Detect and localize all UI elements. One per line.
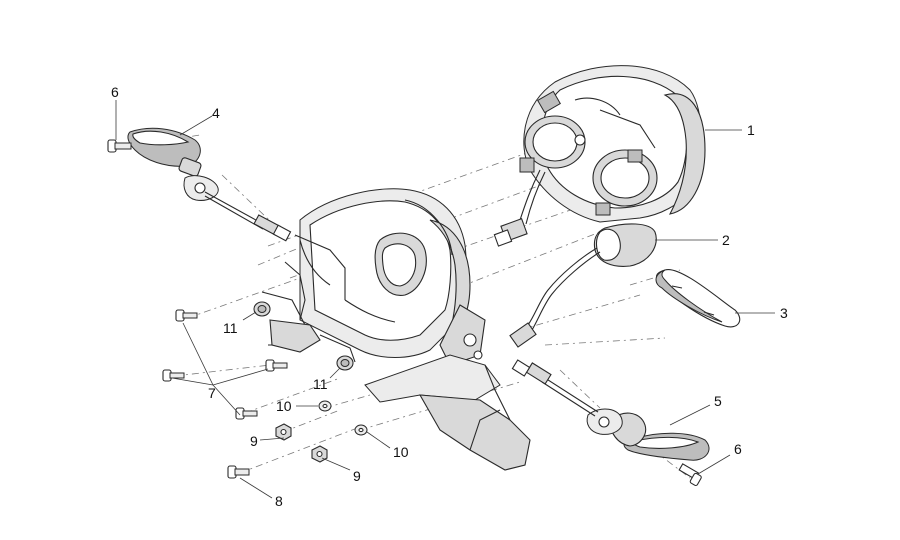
- grommet-11-b: [336, 355, 354, 371]
- left-turn-indicator: [127, 127, 292, 242]
- screw-6-right: [678, 463, 702, 487]
- callout-10-b: 10: [393, 444, 409, 460]
- nut-9-a: [275, 423, 292, 441]
- callout-9-b: 9: [353, 468, 361, 484]
- screw-7-d: [265, 359, 288, 372]
- callout-10-a: 10: [276, 398, 292, 414]
- callout-6-right: 6: [734, 441, 742, 457]
- callout-1: 1: [747, 122, 755, 138]
- leader-lines: [115, 100, 775, 499]
- callout-7: 7: [208, 385, 216, 401]
- nut-9-b: [311, 445, 328, 463]
- callout-3: 3: [780, 305, 788, 321]
- callout-9-a: 9: [250, 433, 258, 449]
- washer-10-b: [354, 424, 368, 436]
- tail-support-bracket: [261, 188, 531, 471]
- license-plate-light: [509, 223, 657, 348]
- callout-11-a: 11: [223, 320, 238, 336]
- tail-light-housing: [493, 65, 706, 247]
- washer-10-a: [318, 400, 332, 412]
- screw-8: [227, 465, 250, 479]
- grommet-11-a: [253, 301, 271, 317]
- screw-7-b: [162, 369, 185, 382]
- callout-8: 8: [275, 493, 283, 509]
- right-turn-indicator: [511, 359, 710, 461]
- callout-4: 4: [212, 105, 220, 121]
- callout-11-b: 11: [313, 376, 328, 392]
- callout-2: 2: [722, 232, 730, 248]
- screw-7-a: [175, 309, 198, 322]
- screw-7-c: [235, 407, 258, 420]
- screw-6-left: [107, 139, 132, 153]
- reflector: [655, 269, 741, 328]
- callout-6-left: 6: [111, 84, 119, 100]
- callout-5: 5: [714, 393, 722, 409]
- callout-labels: 1 2 3 4 5 6 6 7 8 9 9 10 10 11 11: [111, 84, 788, 509]
